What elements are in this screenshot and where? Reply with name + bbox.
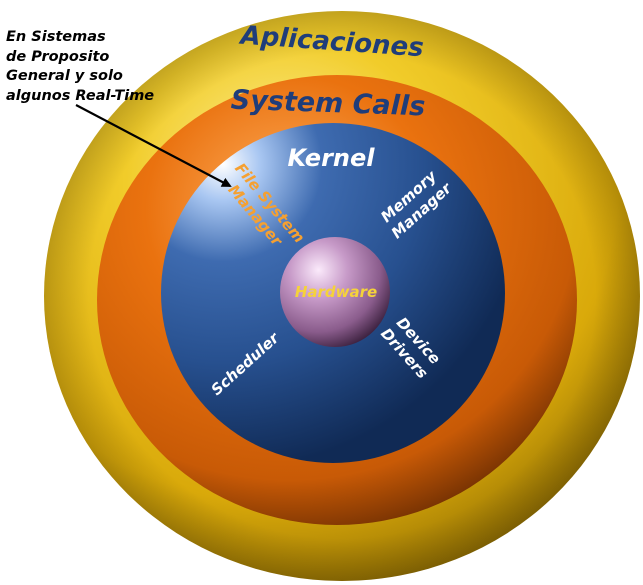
system-calls-label: System Calls: [230, 85, 425, 123]
annotation-note: En Sistemas de Proposito General y solo …: [6, 28, 154, 106]
kernel-label: Kernel: [288, 144, 376, 172]
annotation-line: algunos Real-Time: [6, 87, 155, 104]
annotation-line: de Proposito: [6, 48, 110, 65]
annotation-arrow: [75, 104, 232, 187]
annotation-line: En Sistemas: [6, 29, 106, 45]
hardware-label: Hardware: [295, 283, 377, 301]
hardware-sphere: [280, 237, 390, 347]
annotation-line: General y solo: [6, 68, 123, 84]
